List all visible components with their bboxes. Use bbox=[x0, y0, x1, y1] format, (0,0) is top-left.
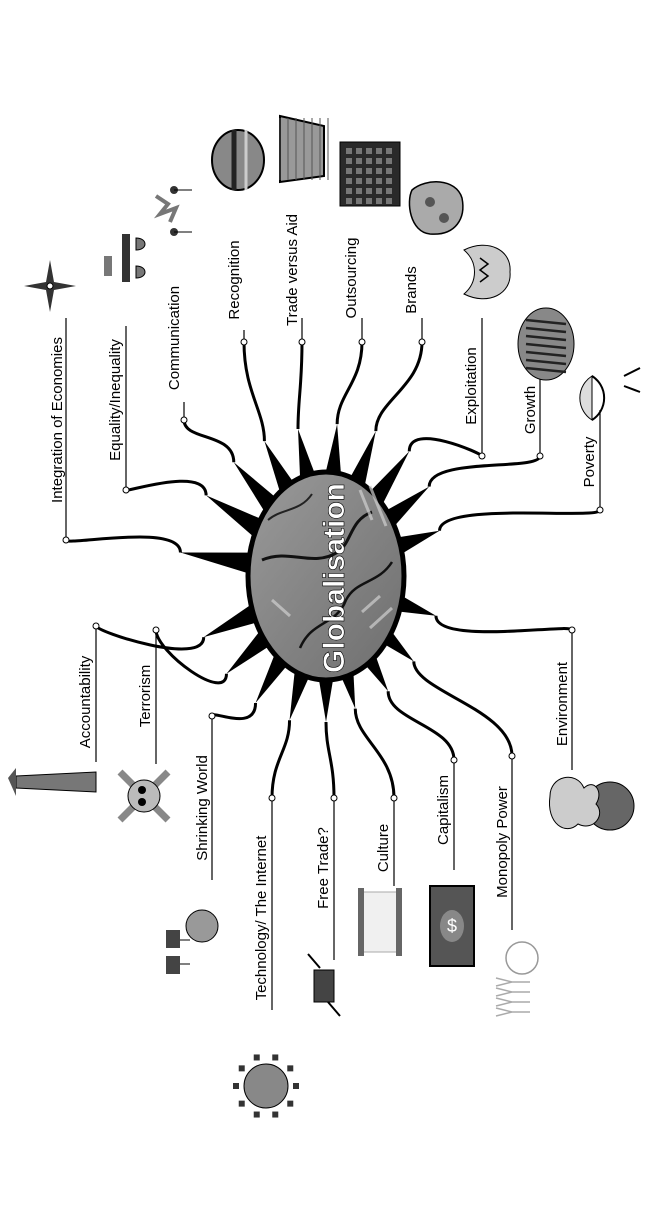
node-dot-shrinking bbox=[208, 712, 216, 720]
node-dot-environment bbox=[568, 626, 576, 634]
node-dot-communication bbox=[180, 416, 188, 424]
central-title: Globalisation bbox=[318, 483, 351, 673]
topic-label-accountability: Accountability bbox=[77, 655, 94, 748]
branch-culture bbox=[353, 708, 396, 799]
branch-outsourcing bbox=[335, 341, 364, 425]
empty-bowl-icon bbox=[579, 367, 641, 421]
branch-integration bbox=[64, 535, 182, 553]
node-dot-trade-aid bbox=[298, 338, 306, 346]
compass-icon bbox=[24, 260, 76, 312]
topic-label-monopoly: Monopoly Power bbox=[494, 786, 511, 898]
topic-label-environment: Environment bbox=[554, 661, 571, 746]
skull-crossbones-icon bbox=[117, 769, 171, 823]
branch-communication bbox=[182, 419, 236, 463]
node-dot-technology bbox=[268, 794, 276, 802]
tiger-icon bbox=[517, 307, 575, 381]
branch-equality bbox=[124, 479, 208, 496]
scroll-icon bbox=[358, 888, 402, 956]
topic-label-brands: Brands bbox=[403, 266, 420, 314]
statue-of-liberty-icon bbox=[8, 768, 97, 796]
branch-technology bbox=[270, 720, 292, 799]
branches-layer bbox=[62, 318, 604, 1010]
brick-wall-icon bbox=[279, 114, 329, 184]
topic-label-equality: Equality/Inequality bbox=[107, 339, 124, 461]
topic-label-technology: Technology/ The Internet bbox=[253, 835, 270, 1001]
dollar-banknote-icon: $ bbox=[429, 885, 475, 967]
branch-growth bbox=[427, 455, 542, 487]
node-dot-poverty bbox=[596, 506, 604, 514]
globe-people-icon bbox=[495, 941, 539, 1017]
shark-jaws-icon bbox=[463, 244, 511, 300]
topic-label-outsourcing: Outsourcing bbox=[343, 238, 360, 319]
branch-free-trade bbox=[324, 721, 336, 799]
svg-text:$: $ bbox=[447, 916, 457, 936]
node-dot-exploitation bbox=[478, 452, 486, 460]
node-dot-terrorism bbox=[152, 626, 160, 634]
node-dot-equality bbox=[122, 486, 130, 494]
branch-capitalism bbox=[386, 691, 456, 761]
topic-label-shrinking: Shrinking World bbox=[194, 755, 211, 861]
topic-label-exploitation: Exploitation bbox=[463, 347, 480, 425]
topic-label-culture: Culture bbox=[375, 824, 392, 872]
node-dot-free-trade bbox=[330, 794, 338, 802]
topic-label-recognition: Recognition bbox=[226, 240, 243, 319]
branch-terrorism bbox=[154, 629, 228, 685]
branch-monopoly bbox=[412, 661, 514, 757]
labels-layer: Integration of Economies Equality/Inequal… bbox=[49, 214, 598, 1000]
scales-icon bbox=[104, 234, 146, 282]
node-dot-recognition bbox=[240, 338, 248, 346]
circuit-board-icon bbox=[339, 141, 401, 207]
topic-label-poverty: Poverty bbox=[581, 436, 598, 487]
node-dot-accountability bbox=[92, 622, 100, 630]
money-hands-icon bbox=[307, 953, 341, 1017]
topic-label-integration: Integration of Economies bbox=[49, 337, 66, 503]
node-dot-growth bbox=[536, 452, 544, 460]
topic-label-capitalism: Capitalism bbox=[435, 775, 452, 845]
branch-brands bbox=[374, 341, 424, 432]
branch-exploitation bbox=[407, 437, 484, 458]
branch-environment bbox=[434, 615, 574, 634]
node-dot-culture bbox=[390, 794, 398, 802]
game-controller-icon bbox=[408, 181, 464, 235]
branch-accountability bbox=[94, 624, 206, 651]
topic-label-trade-aid: Trade versus Aid bbox=[284, 214, 301, 326]
topic-label-growth: Growth bbox=[522, 386, 539, 434]
branch-poverty bbox=[438, 508, 602, 532]
hamburger-icon bbox=[211, 129, 265, 191]
node-dot-outsourcing bbox=[358, 338, 366, 346]
central-globe: Globalisation bbox=[245, 469, 407, 683]
topic-label-free-trade: Free Trade? bbox=[315, 827, 332, 909]
icons-layer: $ bbox=[8, 114, 641, 1118]
topic-label-communication: Communication bbox=[166, 286, 183, 390]
topic-label-terrorism: Terrorism bbox=[137, 665, 154, 728]
node-dot-monopoly bbox=[508, 752, 516, 760]
branch-recognition bbox=[242, 341, 266, 442]
networked-globe-icon bbox=[233, 1054, 299, 1118]
node-dot-capitalism bbox=[450, 756, 458, 764]
node-dot-integration bbox=[62, 536, 70, 544]
node-dot-brands bbox=[418, 338, 426, 346]
computer-network-globe-icon bbox=[166, 909, 219, 974]
branch-shrinking bbox=[210, 702, 258, 721]
polluted-globe-icon bbox=[549, 776, 635, 831]
branch-trade-aid bbox=[296, 341, 304, 430]
satellite-antenna-icon bbox=[153, 186, 192, 236]
